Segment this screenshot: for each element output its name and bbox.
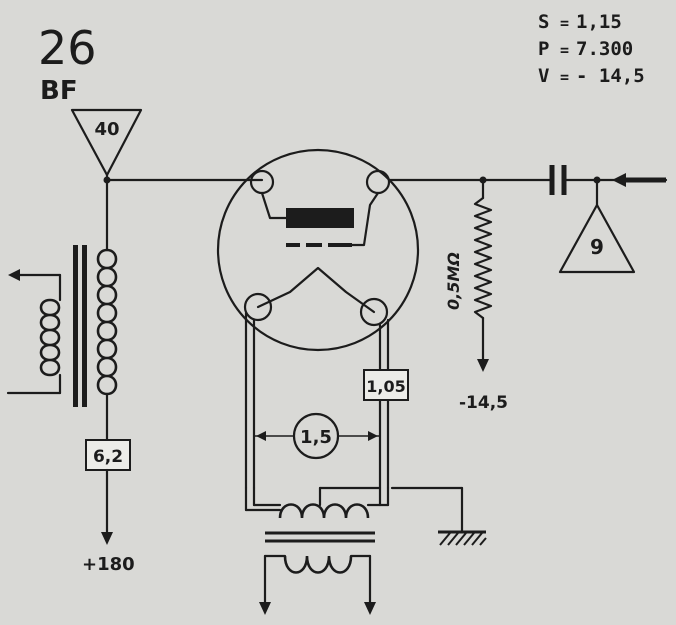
spec-p-value: 7.300	[576, 38, 633, 60]
grid-pin-triangle	[558, 203, 636, 274]
spec-s-sep: =	[560, 14, 569, 32]
filament-current-label: 1,05	[366, 377, 405, 396]
voltage-arrow-left-icon	[256, 431, 266, 441]
resistor-label: 0,5MΩ	[444, 252, 463, 310]
grid-pin-label: 9	[590, 235, 604, 259]
filament-transformer-secondary-coil	[283, 555, 353, 574]
supply-arrow-icon	[101, 532, 113, 545]
voltage-arrow-right-icon	[368, 431, 378, 441]
tube-filament	[256, 266, 376, 314]
voltage-circle	[292, 412, 340, 460]
spec-v-key: V	[538, 65, 549, 87]
pin-grid	[365, 169, 391, 195]
spec-s-key: S	[538, 11, 549, 33]
tube-number: 26	[38, 21, 97, 75]
output-arrow-icon	[8, 269, 20, 281]
ft-sec-right-arrow-icon	[364, 602, 376, 615]
plate-pin-label: 40	[94, 119, 119, 140]
grid-lead	[350, 191, 380, 247]
ft-sec-left-arrow-icon	[259, 602, 271, 615]
filament-transformer-primary-coil	[278, 503, 370, 519]
spec-p-sep: =	[560, 41, 569, 59]
input-arrow-icon	[612, 173, 626, 187]
output-transformer-primary-coil	[96, 248, 118, 396]
spec-v-sep: =	[560, 68, 569, 86]
specs-block: S = 1,15 P = 7.300 V = - 14,5	[538, 11, 645, 87]
grid-resistor	[473, 196, 493, 320]
spec-p-key: P	[538, 38, 549, 60]
bias-label: -14,5	[459, 393, 508, 413]
filament-current-box	[363, 369, 409, 401]
tube-anode	[286, 208, 354, 228]
bias-arrow-icon	[477, 359, 489, 372]
transformer-core-right	[82, 245, 87, 407]
pin-filament-left	[243, 292, 273, 322]
output-transformer-secondary-coil	[39, 298, 61, 377]
ground-hatch-icon	[439, 532, 487, 546]
pin-plate	[249, 169, 275, 195]
tube-function: BF	[40, 76, 78, 106]
transformer-core-left	[73, 245, 78, 407]
plate-pin-triangle	[70, 108, 143, 177]
plate-current-label: 6,2	[93, 447, 123, 467]
filament-voltage-label: 1,5	[300, 427, 332, 448]
anode-lead	[260, 191, 288, 220]
supply-label: +180	[82, 554, 135, 575]
spec-v-value: - 14,5	[576, 65, 645, 87]
plate-current-box	[85, 439, 131, 471]
pin-filament-right	[359, 297, 389, 327]
spec-s-value: 1,15	[576, 11, 622, 33]
tube-envelope	[216, 148, 420, 352]
